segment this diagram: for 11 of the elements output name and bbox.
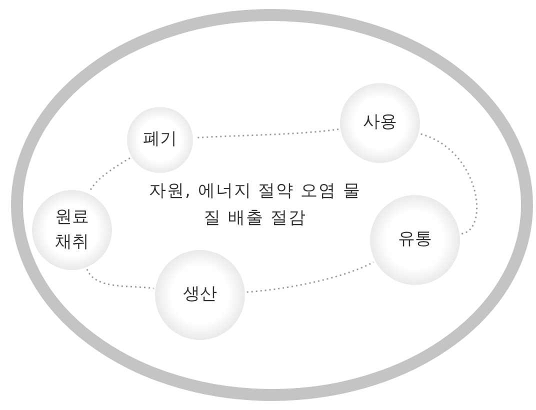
stage-circle: 유통	[370, 195, 460, 285]
stage-circle: 폐기	[127, 107, 193, 173]
stage-circle: 사용	[340, 83, 420, 163]
stage-circle: 생산	[155, 250, 245, 340]
dotted-connector	[194, 128, 339, 139]
stage-circle: 원료 채취	[32, 190, 112, 270]
dotted-connector	[88, 157, 130, 192]
center-text: 자원, 에너지 절약 오염 물질 배출 절감	[148, 180, 362, 230]
dotted-connector	[86, 268, 154, 290]
dotted-connector	[420, 133, 478, 234]
dotted-connector	[246, 261, 374, 293]
